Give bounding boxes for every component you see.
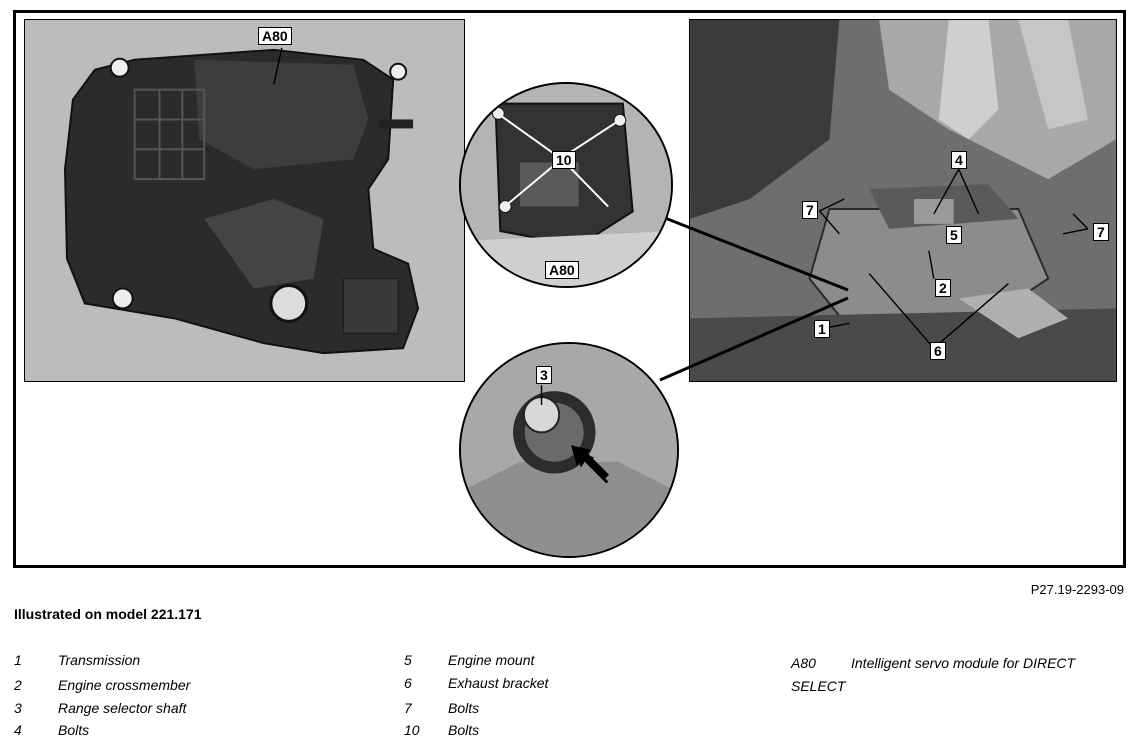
callout-1: 1 [814,320,830,338]
legend-label: Engine mount [448,652,535,668]
callout-a80-left: A80 [258,27,292,45]
servo-module-photo [24,19,465,382]
servo-module-drawing [63,47,420,355]
legend-number: 7 [404,700,412,716]
callout-10: 10 [552,151,576,169]
legend-number: 1 [14,652,22,668]
diagram-id: P27.19-2293-09 [1030,582,1124,597]
legend-number: 2 [14,677,22,693]
legend-number: 6 [404,675,412,691]
range-selector-shaft-inset [459,342,679,558]
legend-label: Intelligent servo module for DIRECT SELE… [791,655,1076,694]
legend-label: Engine crossmember [58,677,191,693]
legend-number: 4 [14,722,22,738]
figure-caption: Illustrated on model 221.171 [14,606,202,622]
callout-3: 3 [536,366,552,384]
callout-4: 4 [951,151,967,169]
legend-number: A80 [791,655,816,671]
callout-7-right: 7 [1093,223,1109,241]
underbody-drawing [690,20,1116,381]
legend-number: 3 [14,700,22,716]
range-selector-shaft-drawing [461,344,677,556]
legend-label: Bolts [448,722,480,738]
legend-label: Exhaust bracket [448,675,549,691]
servo-module-inset [459,82,673,288]
callout-a80-inset: A80 [545,261,579,279]
callout-6: 6 [930,342,946,360]
underbody-photo [689,19,1117,382]
callout-5: 5 [946,226,962,244]
legend-number: 5 [404,652,412,668]
legend-label: Bolts [448,700,480,716]
legend-label: Range selector shaft [58,700,187,716]
callout-2: 2 [935,279,951,297]
legend-label: Transmission [58,652,141,668]
legend-label: Bolts [58,722,90,738]
legend-number: 10 [404,722,420,738]
callout-7-left: 7 [802,201,818,219]
servo-module-inset-drawing [461,84,671,286]
